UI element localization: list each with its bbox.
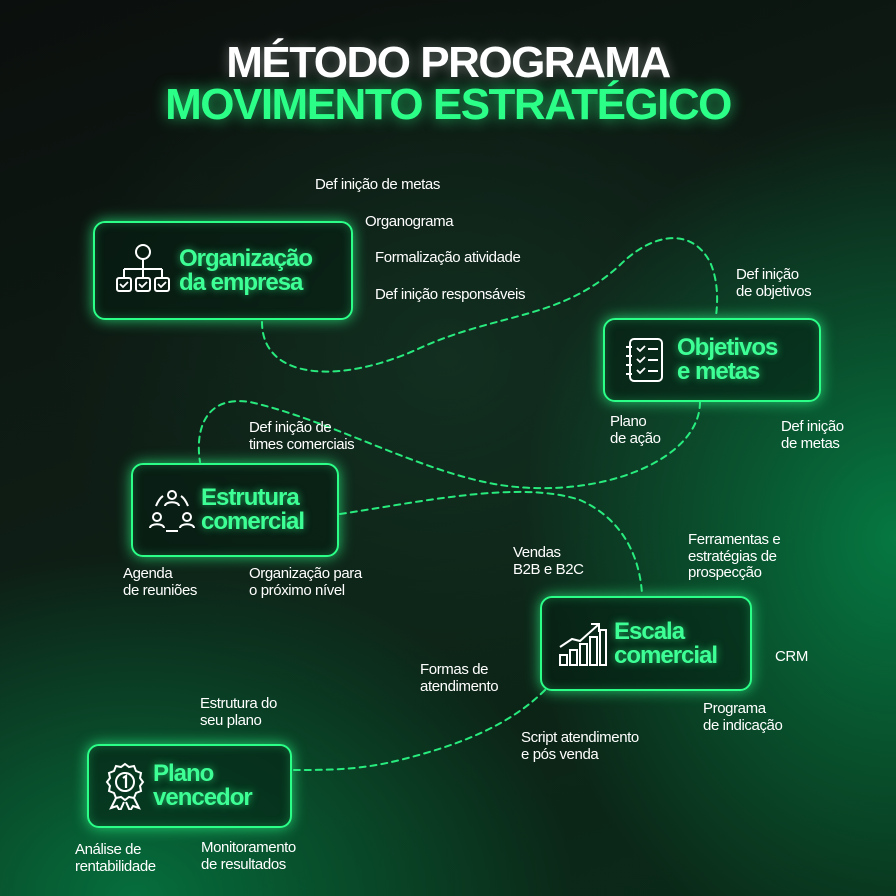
team-cycle-icon (143, 486, 201, 534)
node-plano-label: Plano vencedor (153, 760, 253, 811)
node-estrutura-comercial[interactable]: Estrutura comercial (131, 463, 339, 557)
node-organizacao-empresa[interactable]: Organização da empresa (93, 221, 353, 320)
note-definicao-responsaveis: Def inição responsáveis (375, 286, 526, 303)
node-escala-comercial[interactable]: Escala comercial (540, 596, 752, 691)
note-estrutura-plano: Estrutura do seu plano (200, 695, 277, 729)
note-vendas: Vendas B2B e B2C (513, 544, 584, 578)
note-script: Script atendimento e pós venda (521, 729, 639, 763)
note-formas-atendimento: Formas de atendimento (420, 661, 499, 695)
title-line-2: MOVIMENTO ESTRATÉGICO (165, 80, 732, 129)
node-organizacao-label: Organização da empresa (179, 244, 313, 296)
node-objetivos-label: Objetivos e metas (677, 334, 778, 385)
note-organizacao-nivel: Organização para o próximo nível (249, 565, 362, 599)
node-plano-vencedor[interactable]: Plano vencedor (87, 744, 292, 828)
growth-chart-icon (552, 621, 614, 667)
node-escala-label: Escala comercial (614, 617, 718, 669)
medal-icon (97, 762, 153, 810)
connector-organizacao-objetivos (261, 237, 719, 373)
title-line-1: MÉTODO PROGRAMA (226, 38, 671, 87)
org-chart-icon (107, 242, 179, 300)
connector-estrutura-escala (339, 490, 643, 595)
note-definicao-objetivos: Def inição de objetivos (736, 266, 812, 300)
note-monitoramento: Monitoramento de resultados (201, 839, 296, 873)
note-formalizacao: Formalização atividade (375, 249, 521, 266)
node-estrutura-label: Estrutura comercial (201, 484, 305, 535)
note-crm: CRM (775, 648, 808, 665)
note-programa-indicacao: Programa de indicação (703, 700, 783, 734)
checklist-icon (617, 336, 677, 384)
note-analise: Análise de rentabilidade (75, 841, 156, 875)
note-ferramentas: Ferramentas e estratégias de prospecção (688, 531, 781, 581)
note-definicao-metas-top: Def inição de metas (315, 176, 440, 193)
note-organograma: Organograma (365, 213, 454, 230)
note-plano-acao: Plano de ação (610, 413, 661, 447)
note-definicao-times: Def inição de times comerciais (249, 419, 355, 453)
note-definicao-metas-right: Def inição de metas (781, 418, 844, 452)
note-agenda: Agenda de reuniões (123, 565, 197, 599)
connector-escala-plano (293, 689, 546, 771)
node-objetivos-metas[interactable]: Objetivos e metas (603, 318, 821, 402)
connector-objetivos-estrutura (197, 400, 701, 490)
